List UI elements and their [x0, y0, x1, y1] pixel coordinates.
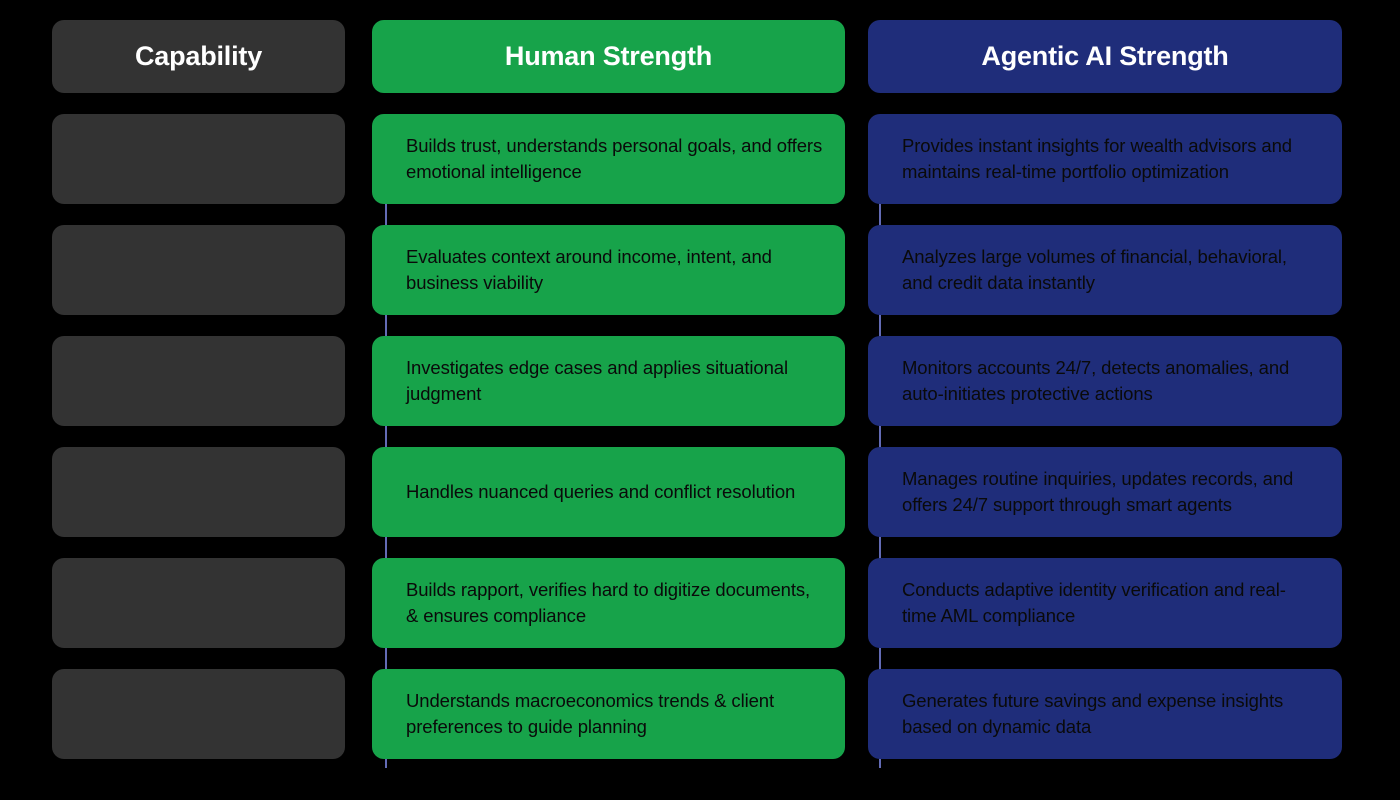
- capability-cell-row-6: [52, 669, 345, 759]
- agentic-ai-strength-cell-row-1-text: Provides instant insights for wealth adv…: [902, 134, 1292, 182]
- column-human-strength: Human Strength Builds trust, understands…: [372, 20, 845, 759]
- human-strength-cell-row-1: Builds trust, understands personal goals…: [372, 114, 845, 204]
- human-strength-cell-row-2-text: Evaluates context around income, intent,…: [406, 245, 772, 293]
- column-capability: Capability: [52, 20, 345, 759]
- capability-cell-row-3: [52, 336, 345, 426]
- human-strength-cell-row-5: Builds rapport, verifies hard to digitiz…: [372, 558, 845, 648]
- agentic-ai-strength-cell-row-3-text: Monitors accounts 24/7, detects anomalie…: [902, 356, 1290, 404]
- human-strength-cell-row-1-text: Builds trust, understands personal goals…: [406, 134, 823, 182]
- column-header-capability-label: Capability: [134, 41, 263, 71]
- agentic-ai-strength-cell-row-3: Monitors accounts 24/7, detects anomalie…: [868, 336, 1342, 426]
- agentic-ai-strength-cell-row-4: Manages routine inquiries, updates recor…: [868, 447, 1342, 537]
- agentic-ai-strength-cell-row-2-text: Analyzes large volumes of financial, beh…: [902, 245, 1287, 293]
- human-strength-cell-row-6: Understands macroeconomics trends & clie…: [372, 669, 845, 759]
- column-header-human-strength-label: Human Strength: [504, 41, 713, 71]
- agentic-ai-strength-cell-row-6-text: Generates future savings and expense ins…: [902, 689, 1284, 737]
- capability-cell-row-2: [52, 225, 345, 315]
- column-header-capability: Capability: [52, 20, 345, 93]
- agentic-ai-strength-cell-row-5-text: Conducts adaptive identity verification …: [902, 578, 1286, 626]
- human-strength-cell-row-3-text: Investigates edge cases and applies situ…: [406, 356, 789, 404]
- human-strength-cell-row-5-text: Builds rapport, verifies hard to digitiz…: [406, 578, 811, 626]
- agentic-ai-strength-cell-row-2: Analyzes large volumes of financial, beh…: [868, 225, 1342, 315]
- capability-cell-row-5: [52, 558, 345, 648]
- agentic-ai-strength-cell-row-5: Conducts adaptive identity verification …: [868, 558, 1342, 648]
- column-header-agentic-ai-strength-label: Agentic AI Strength: [981, 41, 1229, 71]
- human-strength-cell-row-6-text: Understands macroeconomics trends & clie…: [406, 689, 775, 737]
- capability-cell-row-4: [52, 447, 345, 537]
- human-strength-cell-row-2: Evaluates context around income, intent,…: [372, 225, 845, 315]
- human-strength-cell-row-3: Investigates edge cases and applies situ…: [372, 336, 845, 426]
- human-strength-cell-row-4: Handles nuanced queries and conflict res…: [372, 447, 845, 537]
- agentic-ai-strength-cell-row-4-text: Manages routine inquiries, updates recor…: [902, 467, 1294, 515]
- agentic-ai-strength-cell-row-1: Provides instant insights for wealth adv…: [868, 114, 1342, 204]
- human-strength-cell-row-4-text: Handles nuanced queries and conflict res…: [406, 480, 796, 502]
- column-header-agentic-ai-strength: Agentic AI Strength: [868, 20, 1342, 93]
- column-header-human-strength: Human Strength: [372, 20, 845, 93]
- capability-cell-row-1: [52, 114, 345, 204]
- column-agentic-ai-strength: Agentic AI Strength Provides instant ins…: [868, 20, 1342, 759]
- agentic-ai-strength-cell-row-6: Generates future savings and expense ins…: [868, 669, 1342, 759]
